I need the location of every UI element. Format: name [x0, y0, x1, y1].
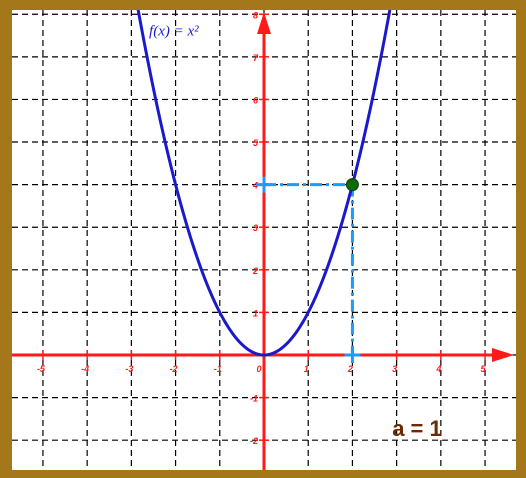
- x-tick-label: 0: [256, 364, 261, 374]
- y-tick-label: 6: [253, 95, 259, 105]
- function-label: f(x) = x²: [149, 24, 199, 40]
- y-tick-label: 8: [253, 10, 258, 20]
- y-tick-label: 3: [253, 223, 258, 233]
- y-tick-label: 2: [252, 266, 258, 276]
- x-axis-arrow: [492, 348, 514, 362]
- y-tick-label: 1: [253, 308, 258, 318]
- x-tick-label: -2: [170, 364, 178, 374]
- y-tick-label: -1: [250, 394, 258, 404]
- tick-labels: -5 -4 -3 -2 -1 0 1 2 3 4 5 -2 -1 1 2 3 4 5 6 7 8: [37, 10, 487, 446]
- y-tick-label: 4: [252, 181, 258, 191]
- y-tick-label: -2: [250, 436, 258, 446]
- y-axis-arrow: [257, 12, 271, 34]
- x-tick-label: 3: [392, 364, 397, 374]
- series-line-f: [136, 10, 392, 357]
- x-tick-label: -1: [214, 364, 222, 374]
- y-tick-label: 7: [253, 53, 259, 63]
- x-tick-label: 1: [304, 364, 309, 374]
- x-tick-label: 4: [435, 364, 441, 374]
- parameter-label: a = 1: [392, 416, 442, 441]
- x-tick-label: -4: [81, 364, 89, 374]
- x-tick-label: -5: [37, 364, 46, 374]
- x-tick-label: 2: [347, 364, 353, 374]
- x-tick-label: -3: [125, 364, 133, 374]
- x-tick-label: 5: [481, 364, 487, 374]
- graph-canvas[interactable]: -5 -4 -3 -2 -1 0 1 2 3 4 5 -2 -1 1 2 3 4 5 6 7 8 f(x) = x² a…: [12, 10, 516, 470]
- point-on-curve[interactable]: [345, 178, 359, 192]
- projection-lines: [256, 176, 361, 363]
- y-tick-label: 5: [253, 138, 259, 148]
